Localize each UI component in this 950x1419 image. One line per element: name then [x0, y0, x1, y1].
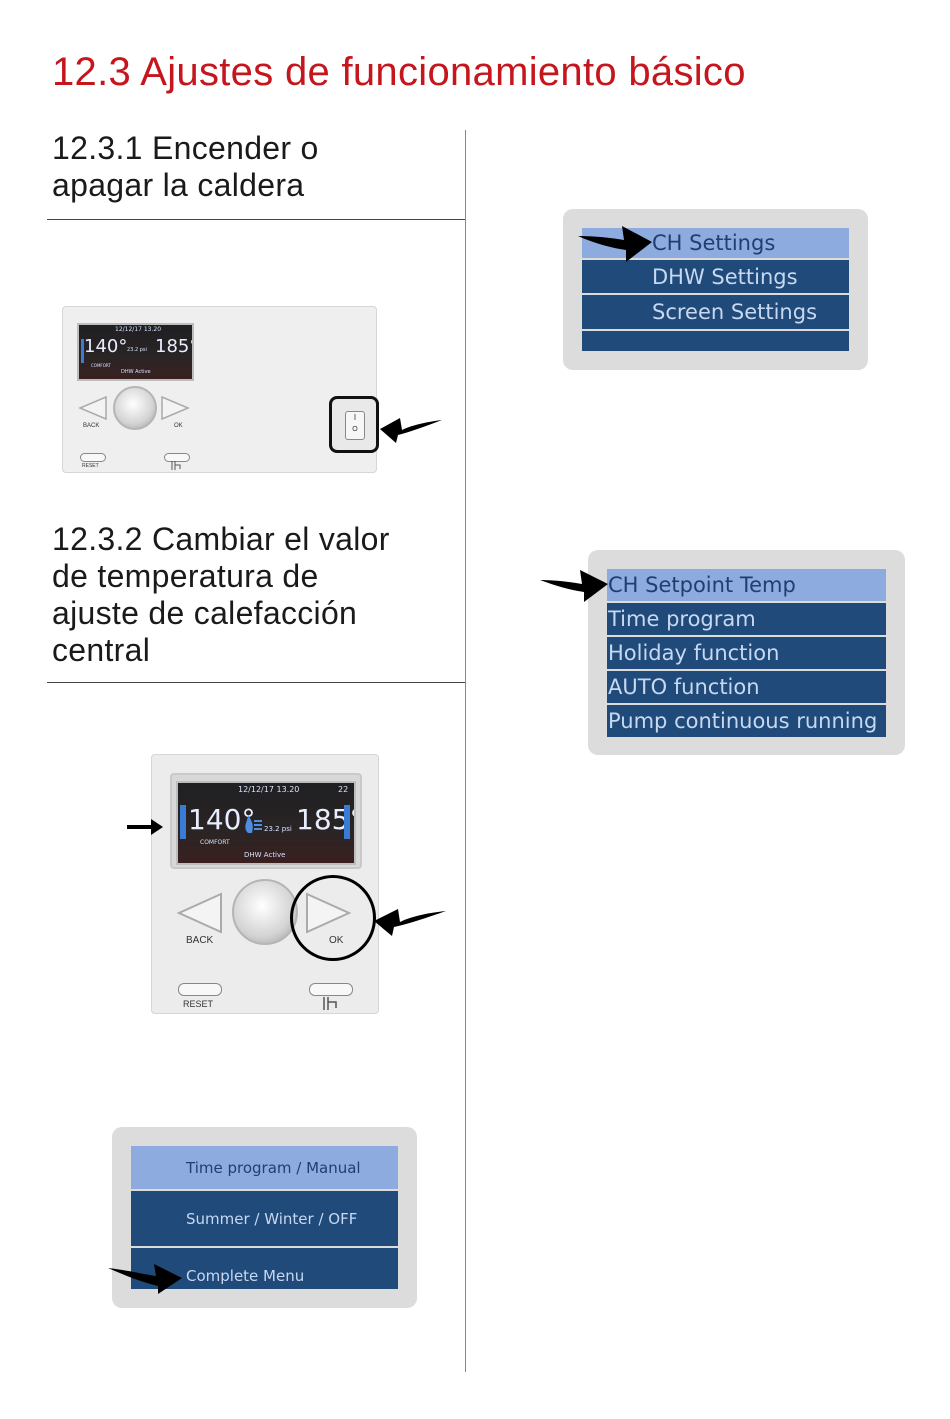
menu-item-ch-setpoint-temp[interactable]: CH Setpoint Temp [607, 569, 886, 601]
reset-label: RESET [183, 999, 214, 1009]
ok-label: OK [174, 423, 183, 429]
menu-item-screen-settings[interactable]: Screen Settings [582, 295, 849, 329]
selector-knob[interactable] [113, 386, 157, 430]
divider [47, 682, 465, 683]
lcd-screen: 12/12/17 13.20 22 140° 23.2 psi 185° COM… [176, 781, 356, 865]
menu-item-summer-winter-off[interactable]: Summer / Winter / OFF [131, 1191, 398, 1246]
back-label: BACK [186, 935, 214, 946]
menu-item-empty [582, 331, 849, 351]
arrow-pointer-icon [127, 819, 163, 835]
dhw-button[interactable] [309, 983, 353, 996]
arrow-pointer-icon [108, 1264, 182, 1294]
divider [47, 219, 465, 220]
boiler-control-panel-small: 12/12/17 13.20 140° 23.2 psi 185° COMFOR… [62, 306, 379, 473]
menu-item-time-program-manual[interactable]: Time program / Manual [131, 1146, 398, 1189]
power-switch-frame: I O [329, 396, 379, 453]
menu-item-dhw-settings[interactable]: DHW Settings [582, 260, 849, 293]
left-arrow-button-icon[interactable] [78, 395, 108, 421]
ok-highlight-circle [290, 875, 376, 961]
selector-knob[interactable] [232, 879, 298, 945]
ch-menu-screen: CH Setpoint Temp Time program Holiday fu… [588, 550, 905, 755]
back-label: BACK [83, 423, 100, 429]
menu-item-holiday-function[interactable]: Holiday function [607, 637, 886, 669]
right-arrow-button-icon[interactable] [160, 395, 190, 421]
lcd-screen: 12/12/17 13.20 140° 23.2 psi 185° COMFOR… [77, 323, 194, 381]
settings-menu-screen: CH Settings DHW Settings Screen Settings [563, 209, 868, 370]
power-switch-icon[interactable]: I O [345, 411, 365, 440]
menu-item-pump-continuous-running[interactable]: Pump continuous running [607, 705, 886, 737]
section-title: 12.3 Ajustes de funcionamiento básico [52, 50, 746, 94]
arrow-pointer-icon [380, 418, 442, 443]
arrow-pointer-icon [578, 226, 652, 262]
reset-label: RESET [82, 463, 99, 469]
dhw-button[interactable] [164, 453, 190, 462]
reset-button[interactable] [178, 983, 222, 996]
column-divider [465, 130, 466, 1372]
faucet-icon [323, 997, 337, 1010]
menu-item-time-program[interactable]: Time program [607, 603, 886, 635]
faucet-icon [171, 461, 181, 470]
subsection-1-title: 12.3.1 Encender o apagar la caldera [52, 130, 319, 203]
menu-item-auto-function[interactable]: AUTO function [607, 671, 886, 703]
arrow-pointer-icon [374, 909, 446, 936]
reset-button[interactable] [80, 453, 106, 462]
left-arrow-button-icon[interactable] [176, 891, 224, 935]
flame-icon [245, 815, 262, 833]
arrow-pointer-icon [540, 570, 608, 602]
subsection-2-title: 12.3.2 Cambiar el valor de temperatura d… [52, 521, 390, 668]
